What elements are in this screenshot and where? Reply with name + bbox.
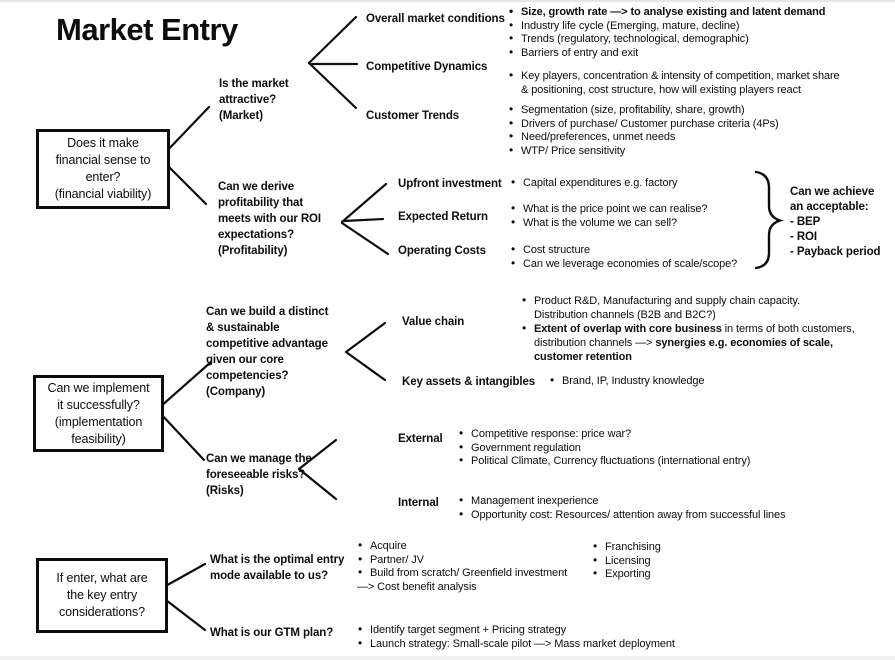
list-upfront-investment: Capital expenditures e.g. factory [510,176,840,191]
topic-expected-return: Expected Return [398,211,488,223]
list-competitive-dynamics: Key players, concentration & intensity o… [508,69,895,97]
bullet-item: Cost structure [510,243,850,258]
list-entry-mode-secondary: Franchising Licensing Exporting [592,540,732,582]
bold-segment: Extent of overlap with core business [534,323,722,335]
topic-external-risks: External [398,433,443,445]
bullet-item: Partner/ JV [357,553,667,568]
node-company-advantage: Can we build a distinct & sustainable co… [206,306,329,398]
bullet-item: Acquire [357,539,667,554]
bullet-item: Competitive response: price war? [458,427,888,442]
list-expected-return: What is the price point we can realise? … [510,202,840,231]
root-box-financial-viability: Does it make financial sense to enter? (… [36,129,170,209]
node-profitability: Can we derive profitability that meets w… [218,181,321,257]
node-gtm-plan: What is our GTM plan? [210,627,334,639]
root-box-entry-considerations: If enter, what are the key entry conside… [36,558,168,633]
bullet-item: Trends (regulatory, technological, demog… [508,32,893,47]
bullet-item: Licensing [592,554,732,569]
bullet-item: Size, growth rate —> to analyse existing… [508,5,893,20]
bullet-item: Capital expenditures e.g. factory [510,176,840,191]
cost-benefit-note: —> Cost benefit analysis [357,580,477,593]
text-segment: in terms of both customers, distribution… [534,323,855,349]
bullet-item: Product R&D, Manufacturing and supply ch… [521,293,861,322]
topic-customer-trends: Customer Trends [366,110,460,122]
list-external-risks: Competitive response: price war? Governm… [458,427,888,469]
list-gtm-plan: Identify target segment + Pricing strate… [357,623,797,652]
node-market-attractive: Is the market attractive? (Market) [219,78,289,122]
topic-operating-costs: Operating Costs [398,245,486,257]
list-value-chain: Product R&D, Manufacturing and supply ch… [521,293,861,364]
bullet-item: Barriers of entry and exit [508,46,893,61]
bullet-item: What is the price point we can realise? [510,202,840,217]
bullet-item: Segmentation (size, profitability, share… [508,103,893,118]
bullet-item: Franchising [592,540,732,555]
bullet-item: WTP/ Price sensitivity [508,144,893,159]
bullet-item: Brand, IP, Industry knowledge [549,374,849,389]
topic-competitive-dynamics: Competitive Dynamics [366,61,488,73]
bottom-edge-divider [0,656,895,660]
bullet-item: Launch strategy: Small-scale pilot —> Ma… [357,637,797,652]
bullet-item: Build from scratch/ Greenfield investmen… [357,566,667,581]
bullet-item: What is the volume we can sell? [510,216,840,231]
bullet-item: Exporting [592,567,732,582]
bold-segment: synergies e.g. economies of scale, custo… [534,337,833,363]
topic-value-chain: Value chain [402,316,465,328]
node-manage-risks: Can we manage the foreseeable risks? (Ri… [206,453,312,497]
bullet-item: Key players, concentration & intensity o… [508,69,895,97]
topic-internal-risks: Internal [398,497,439,509]
bullet-item: Government regulation [458,441,888,456]
list-operating-costs: Cost structure Can we leverage economies… [510,243,850,272]
acceptable-metrics-note: Can we achieve an acceptable: - BEP - RO… [790,186,881,258]
list-key-assets: Brand, IP, Industry knowledge [549,374,849,389]
bullet-item: Management inexperience [458,494,888,509]
top-edge-divider [0,0,895,2]
node-optimal-entry-mode: What is the optimal entry mode available… [210,554,345,582]
bullet-item: Identify target segment + Pricing strate… [357,623,797,638]
bullet-item: Extent of overlap with core business in … [521,321,861,364]
list-overall-market-conditions: Size, growth rate —> to analyse existing… [508,5,893,61]
page-title: Market Entry [56,12,238,47]
list-entry-mode-primary: Acquire Partner/ JV Build from scratch/ … [357,539,667,594]
list-customer-trends: Segmentation (size, profitability, share… [508,103,893,159]
bullet-item: Opportunity cost: Resources/ attention a… [458,508,888,523]
bullet-item: Need/preferences, unmet needs [508,130,893,145]
bullet-item: Can we leverage economies of scale/scope… [510,257,850,272]
topic-upfront-investment: Upfront investment [398,178,502,190]
bullet-item: Industry life cycle (Emerging, mature, d… [508,19,893,34]
bullet-item: Drivers of purchase/ Customer purchase c… [508,117,893,132]
bullet-item: Political Climate, Currency fluctuations… [458,454,888,469]
topic-overall-market-conditions: Overall market conditions [366,13,505,25]
root-box-implementation-feasibility: Can we implement it successfully? (imple… [33,375,164,452]
topic-key-assets-intangibles: Key assets & intangibles [402,376,536,388]
list-internal-risks: Management inexperience Opportunity cost… [458,494,888,523]
